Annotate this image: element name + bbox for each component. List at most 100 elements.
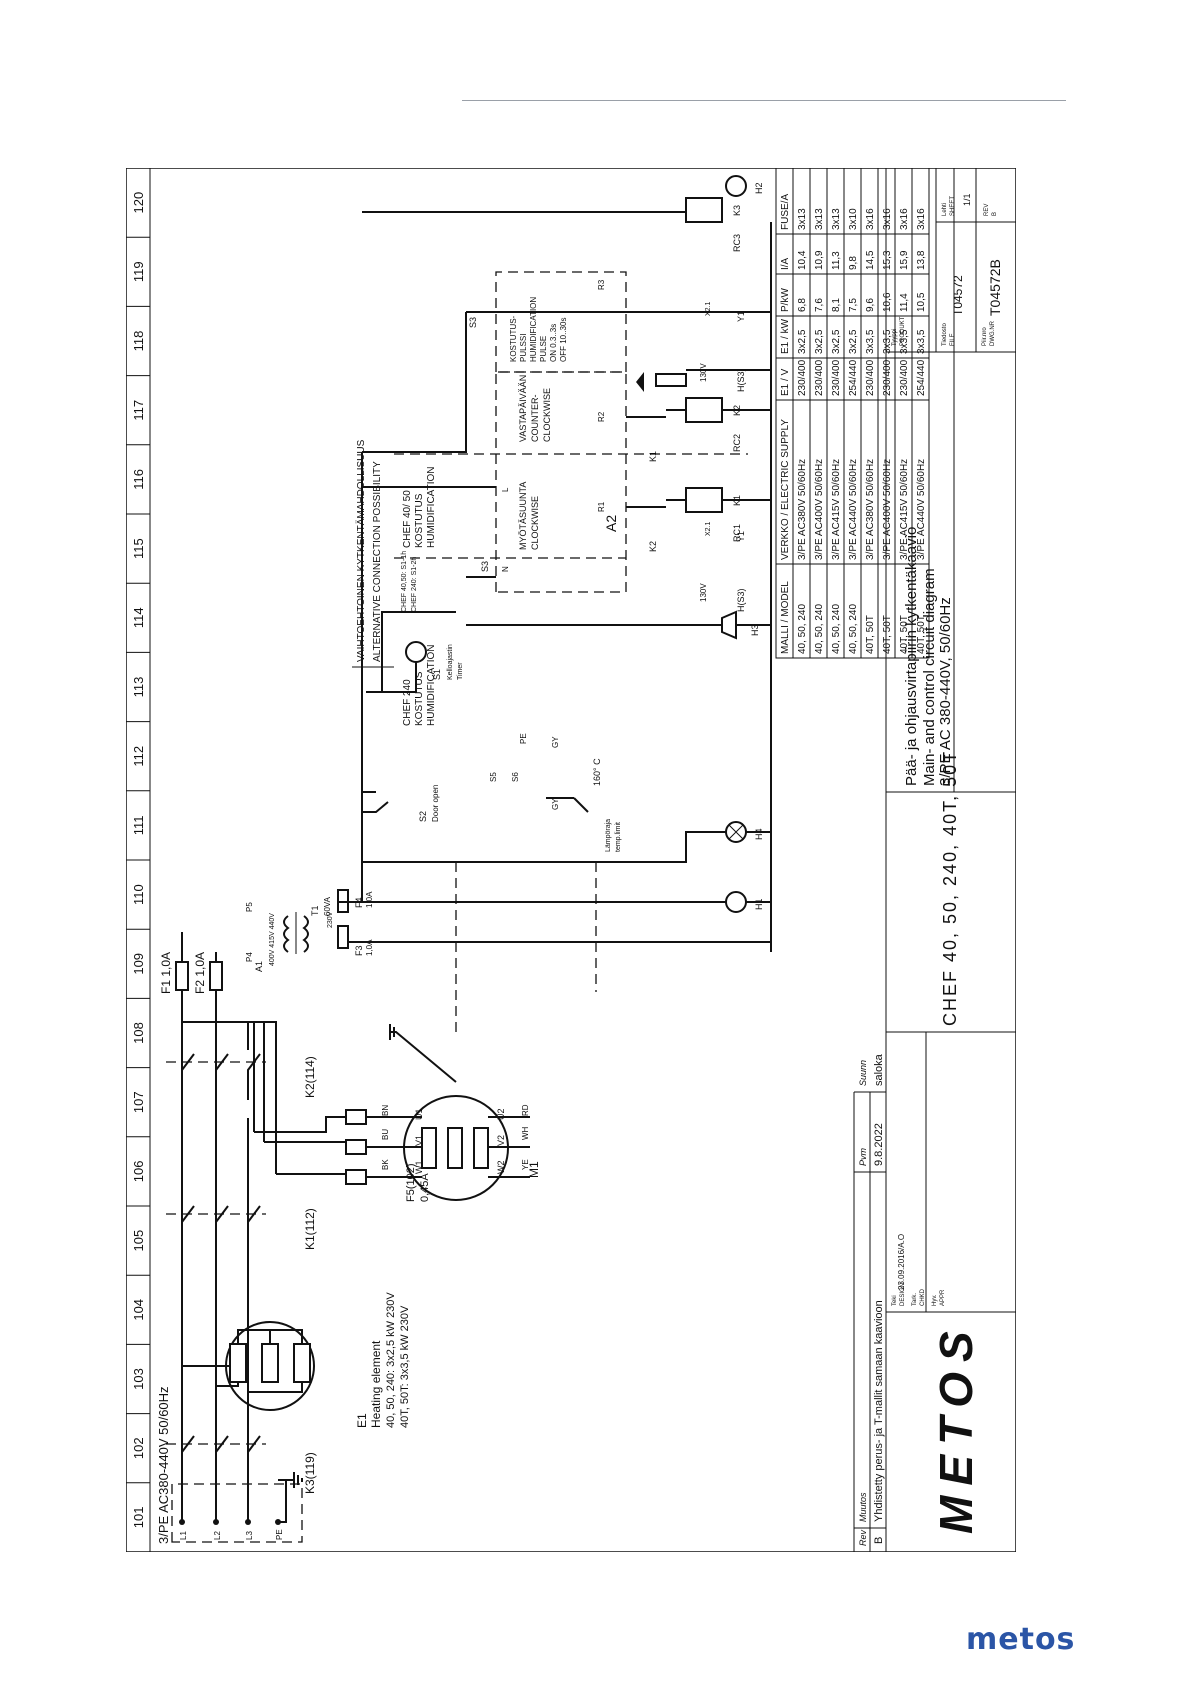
svg-text:Door open: Door open (431, 785, 440, 822)
svg-text:saloka: saloka (873, 1053, 885, 1086)
spec-table-cell: 40, 50, 240 (797, 604, 808, 654)
svg-text:B: B (873, 1537, 885, 1544)
chef4050-label-3: HUMIDIFICATION (426, 467, 437, 548)
spec-table-cell: 230/400 (899, 359, 910, 396)
svg-text:40, 50, 240: 3x2,5 kW 230V: 40, 50, 240: 3x2,5 kW 230V (385, 1292, 397, 1428)
svg-text:Tark.: Tark. (912, 1293, 918, 1306)
column-number: 105 (131, 1230, 146, 1252)
spec-table-cell: 3x16 (916, 208, 927, 230)
module-a2-label: A2 (603, 515, 619, 532)
humidification-pulse-box (495, 271, 627, 373)
ccw-label-3: CLOCKWISE (542, 388, 552, 442)
svg-text:Kelloajastin: Kelloajastin (447, 644, 454, 680)
column-number: 110 (131, 884, 146, 905)
chef240-label-1: CHEF 240 (402, 679, 413, 726)
column-number: 101 (131, 1507, 146, 1529)
svg-text:W1: W1 (414, 1161, 424, 1175)
svg-text:K1(112): K1(112) (303, 1208, 317, 1250)
svg-text:Tyyppi: Tyyppi (892, 329, 898, 346)
revision-block: Rev Muutos Pvm Suunn B Yhdistetty perus-… (853, 1053, 887, 1552)
svg-text:BK: BK (381, 1159, 390, 1170)
svg-text:U1: U1 (414, 1108, 424, 1120)
chef4050-label-2: KOSTUTUS (414, 493, 425, 548)
coil-k1: K1 RC1 K2 (648, 487, 742, 552)
spec-table-cell: 3/PE AC380V 50/60Hz (797, 459, 808, 560)
humidification-wiring-240 (466, 311, 771, 371)
terminal-l1: L1 (179, 1519, 188, 1540)
contactor-k3: K3(119) (166, 1402, 317, 1494)
spec-table-cell: 3x3,5 (899, 329, 910, 354)
terminal-l2: L2 (213, 1519, 222, 1540)
svg-text:Suunn: Suunn (858, 1060, 868, 1086)
svg-text:RD: RD (521, 1104, 530, 1116)
svg-text:Lämpöraja: Lämpöraja (605, 819, 612, 852)
svg-text:Teki: Teki (892, 1295, 898, 1306)
timer-s1: S1 Kelloajastin Timer CHEF 40,50: S1-1h … (366, 551, 464, 693)
svg-text:M1: M1 (527, 1161, 541, 1178)
control-supply (181, 932, 217, 1140)
module-r1: R1 (597, 501, 606, 512)
supply-header: 3/PE AC380-440V 50/60Hz (156, 1386, 171, 1544)
svg-text:CHEF 40,50: S1-1h: CHEF 40,50: S1-1h (401, 551, 408, 612)
svg-text:DWG.NR: DWG.NR (990, 320, 996, 346)
voltage-130-4050: 130V (699, 583, 708, 602)
svg-text:40T, 50T: 3x3,5 kW 230V: 40T, 50T: 3x3,5 kW 230V (399, 1305, 411, 1428)
direction-module-a2 (495, 371, 627, 593)
reversing-crosswiring (182, 1021, 277, 1174)
svg-text:9.8.2022: 9.8.2022 (873, 1123, 885, 1166)
spec-table-cell: 230/400 (814, 359, 825, 396)
spec-table-cell: 13,8 (916, 250, 927, 270)
svg-text:A1: A1 (254, 961, 264, 972)
module-n: N (501, 566, 510, 572)
svg-text:H4: H4 (754, 828, 764, 840)
svg-text:F5(102): F5(102) (405, 1163, 417, 1202)
svg-text:F2 1,0A: F2 1,0A (193, 952, 207, 994)
spec-table-cell: 7,6 (814, 298, 825, 312)
sheet-number: 1/1 (962, 193, 972, 206)
spec-table-cell: 3x2,5 (848, 329, 859, 354)
coil-k3: K3 RC3 (685, 197, 742, 252)
spec-table-cell: 3x13 (797, 208, 808, 230)
svg-text:P5: P5 (245, 902, 254, 912)
column-ruler: 1011021031041051061071081091101111121131… (126, 192, 150, 1529)
spec-table-cell: 11,4 (899, 293, 910, 312)
column-number: 117 (131, 400, 146, 421)
svg-text:PE: PE (275, 1529, 284, 1540)
spec-table-cell: 9,6 (865, 298, 876, 312)
spec-table-cell: 6,8 (797, 298, 808, 312)
svg-text:60VA: 60VA (323, 896, 332, 916)
spec-table-cell: 3x10 (848, 208, 859, 230)
thermostat-limit: 160° C Lämpöraja temp.limit (546, 758, 622, 852)
column-number: 118 (131, 331, 146, 352)
spec-table-cell: 40T, 50T (899, 615, 910, 654)
contactor-k1: K1(112) (166, 1174, 317, 1252)
svg-text:Pvm: Pvm (858, 1147, 868, 1166)
pulse-text-4: PULSE (539, 336, 548, 362)
ccw-label-2: COUNTER- (530, 395, 540, 443)
switch-s6: S6 (511, 772, 520, 782)
svg-text:K1: K1 (648, 451, 658, 462)
pe-point: PE (519, 733, 528, 744)
valve-y1-4050: Y1 (736, 531, 746, 542)
svg-text:RC1: RC1 (732, 524, 742, 542)
door-switch-s2: S2 Door open (362, 785, 440, 822)
svg-text:V2: V2 (496, 1135, 506, 1146)
svg-text:L1: L1 (179, 1531, 188, 1540)
svg-text:DESIGN: DESIGN (900, 1283, 906, 1306)
pulse-text-2: PULSSI (519, 334, 528, 362)
spec-table-cell: 10,9 (814, 250, 825, 270)
spec-table-cell: 3/PE AC415V 50/60Hz (899, 459, 910, 560)
spec-table-cell: 15,9 (899, 250, 910, 270)
svg-text:PRODUKT: PRODUKT (900, 316, 906, 346)
spec-table-cell: 3x2,5 (831, 329, 842, 354)
spec-table-header: MALLI / MODEL (780, 581, 791, 654)
column-number: 116 (131, 469, 146, 490)
svg-text:160° C: 160° C (592, 758, 602, 786)
metos-logo: metos (966, 1622, 1076, 1657)
spec-table-cell: 3x2,5 (814, 329, 825, 354)
svg-text:V1: V1 (414, 1135, 424, 1146)
switch-s3-4050: S3 (480, 561, 490, 572)
spec-table-cell: 254/440 (916, 359, 927, 396)
cw-label-2: CLOCKWISE (530, 496, 540, 550)
